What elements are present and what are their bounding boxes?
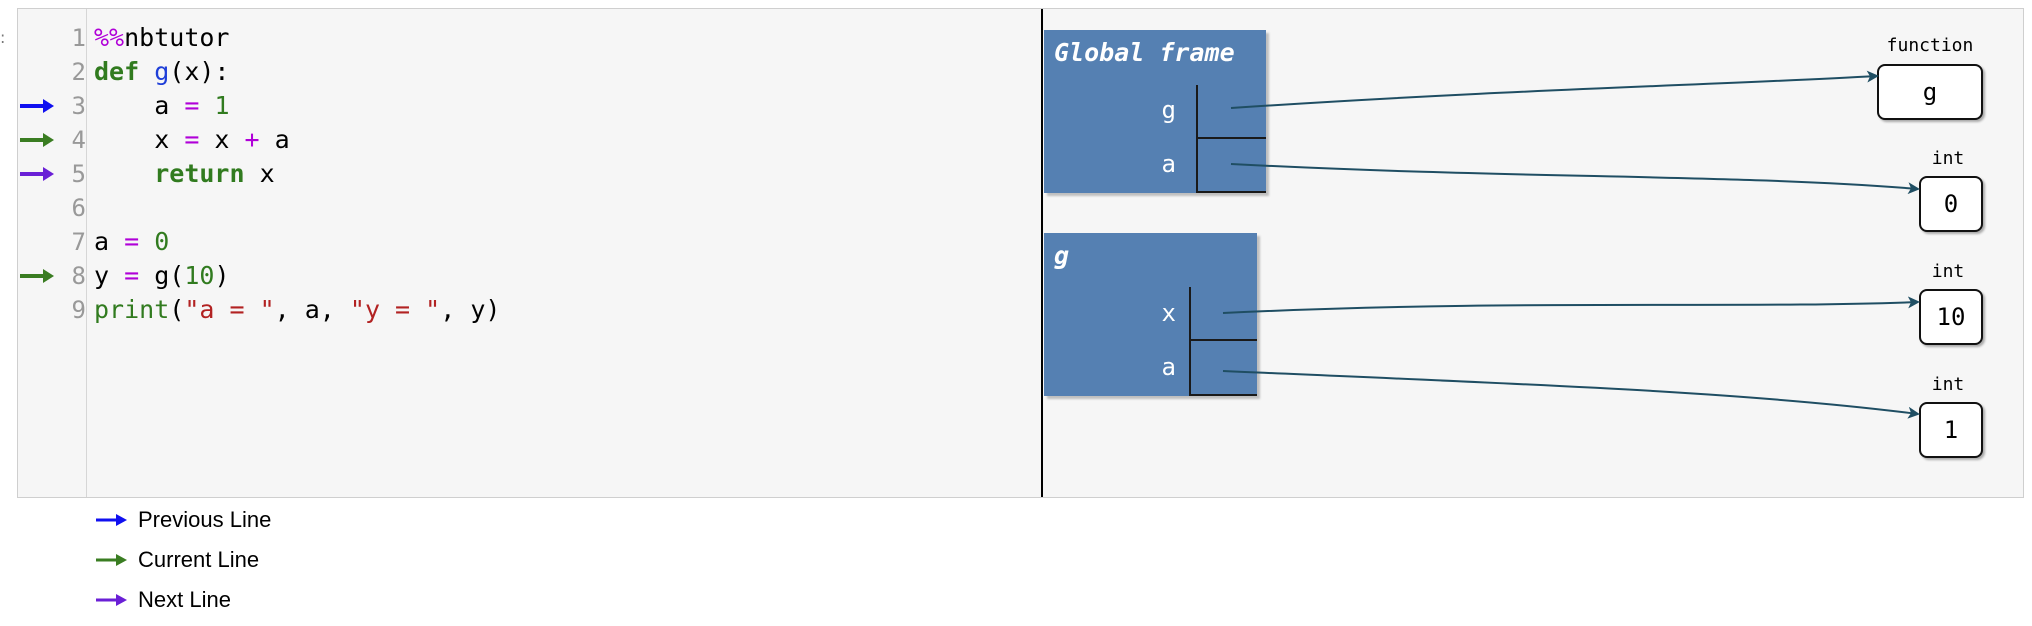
- code-token: a: [259, 125, 290, 154]
- g-frame: g x a: [1044, 233, 1257, 396]
- line-number: 3: [71, 92, 86, 120]
- code-line[interactable]: return x: [94, 157, 275, 191]
- pointer-g-x-to-int-10: [1222, 296, 1920, 314]
- code-token: return: [154, 159, 245, 188]
- code-token: "a = ": [184, 295, 275, 324]
- next-line-arrow-icon: [18, 157, 58, 191]
- code-token: %%: [94, 23, 125, 52]
- pointer-global-a-to-int-0: [1230, 163, 1920, 195]
- int-object-0: 0: [1919, 176, 1983, 232]
- code-token: [199, 91, 214, 120]
- code-token: =: [184, 91, 200, 120]
- code-token: "y = ": [349, 295, 441, 324]
- line-number: 8: [71, 262, 86, 290]
- line-number: 5: [71, 160, 86, 188]
- g-var-x: x: [1161, 299, 1176, 327]
- legend-label: Next Line: [138, 587, 231, 612]
- code-token: print: [94, 295, 170, 324]
- g-frame-title: g: [1054, 241, 1070, 270]
- code-token: x: [94, 125, 185, 154]
- line-number: 4: [71, 126, 86, 154]
- global-var-g: g: [1161, 96, 1176, 124]
- object-type-int-1: int: [1931, 374, 1965, 395]
- int-object-1: 1: [1919, 402, 1983, 458]
- code-token: a: [94, 91, 185, 120]
- pointer-g-a-to-int-1: [1222, 370, 1920, 419]
- code-token: ): [214, 261, 230, 290]
- code-token: , y): [440, 295, 501, 324]
- g-var-a-cell: [1189, 339, 1257, 396]
- code-token: 0: [154, 227, 170, 256]
- g-var-x-cell: [1189, 287, 1257, 341]
- next-arrow-icon: [96, 594, 127, 606]
- global-frame: Global frame g a: [1044, 30, 1266, 193]
- line-number: 9: [71, 296, 86, 324]
- code-line[interactable]: print("a = ", a, "y = ", y): [94, 293, 500, 327]
- code-token: x: [199, 125, 245, 154]
- code-token: 1: [214, 91, 230, 120]
- code-token: [139, 227, 154, 256]
- global-var-g-cell: [1196, 85, 1266, 139]
- code-token: +: [244, 125, 260, 154]
- code-line[interactable]: %%nbtutor: [94, 21, 229, 55]
- object-type-int-0: int: [1931, 148, 1965, 169]
- code-token: , a,: [274, 295, 350, 324]
- legend-item-current: Current Line: [96, 545, 259, 575]
- code-token: (: [169, 295, 185, 324]
- code-token: nbtutor: [124, 23, 230, 52]
- code-token: g: [154, 57, 170, 86]
- previous-arrow-icon: [96, 514, 127, 526]
- code-line[interactable]: y = g(10): [94, 259, 230, 293]
- code-token: 10: [184, 261, 215, 290]
- legend-label: Previous Line: [138, 507, 272, 532]
- code-token: x: [244, 159, 275, 188]
- code-token: [139, 57, 154, 86]
- legend-item-next: Next Line: [96, 585, 231, 615]
- line-number: 7: [71, 228, 86, 256]
- line-number: 2: [71, 58, 86, 86]
- int-object-10: 10: [1919, 289, 1983, 345]
- code-line[interactable]: a = 1: [94, 89, 230, 123]
- previous-line-arrow-icon: [18, 89, 58, 123]
- code-token: =: [184, 125, 200, 154]
- g-var-a: a: [1161, 353, 1176, 381]
- code-token: def: [94, 57, 140, 86]
- global-var-a: a: [1161, 150, 1176, 178]
- line-number: 6: [71, 194, 86, 222]
- current-arrow-icon: [96, 554, 127, 566]
- code-line[interactable]: def g(x):: [94, 55, 230, 89]
- current-line-arrow-icon: [18, 259, 58, 293]
- object-type-int-10: int: [1931, 261, 1965, 282]
- current-line-arrow-icon: [18, 123, 58, 157]
- function-object-g: g: [1877, 64, 1983, 120]
- stray-colon: :: [0, 28, 6, 47]
- line-number: 1: [71, 24, 86, 52]
- global-var-a-cell: [1196, 137, 1266, 193]
- pointer-g-to-function: [1230, 70, 1879, 109]
- panel-divider: [1041, 9, 1043, 497]
- code-token: g(: [139, 261, 185, 290]
- code-line[interactable]: a = 0: [94, 225, 169, 259]
- object-type-function: function: [1886, 35, 1974, 56]
- code-token: (x):: [169, 57, 230, 86]
- code-token: a: [94, 227, 125, 256]
- code-line[interactable]: x = x + a: [94, 123, 290, 157]
- line-number-gutter: 1 2 3 4 5 6 7 8 9: [18, 9, 87, 497]
- code-token: y: [94, 261, 125, 290]
- legend-label: Current Line: [138, 547, 260, 572]
- legend-item-previous: Previous Line: [96, 505, 271, 535]
- code-token: =: [124, 261, 140, 290]
- code-token: =: [124, 227, 140, 256]
- code-token: [94, 159, 154, 188]
- global-frame-title: Global frame: [1054, 38, 1235, 67]
